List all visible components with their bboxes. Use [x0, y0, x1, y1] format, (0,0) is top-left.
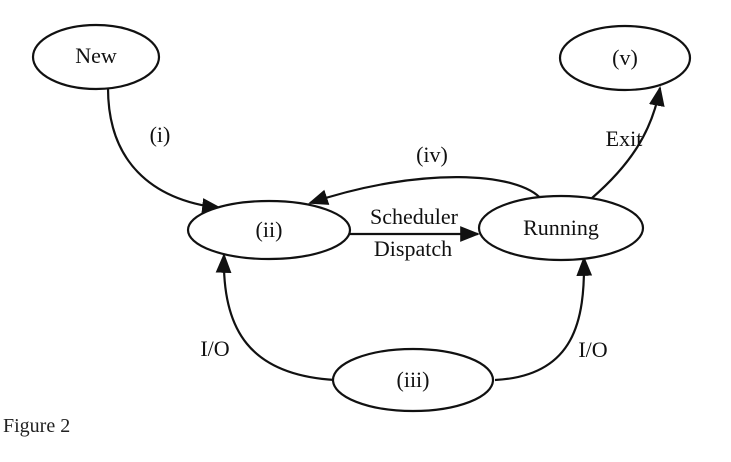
- edge-label-scheduler: Scheduler: [370, 204, 459, 229]
- node-running: Running: [477, 194, 645, 262]
- figure-caption: Figure 2: [3, 415, 71, 437]
- node-ready: (ii): [186, 199, 352, 261]
- node-exit: (v): [558, 24, 692, 92]
- node-ready-label: (ii): [256, 217, 283, 242]
- edge-blocked-to-ready: [215, 253, 336, 382]
- node-new: New: [31, 23, 161, 91]
- node-blocked: (iii): [331, 347, 495, 413]
- edge-blocked-to-running: [494, 256, 593, 382]
- edge-running-to-ready: [308, 176, 543, 205]
- edge-label-io-right: I/O: [578, 337, 607, 362]
- edge-label-i: (i): [150, 122, 171, 147]
- edge-label-dispatch: Dispatch: [374, 236, 452, 261]
- node-blocked-label: (iii): [397, 367, 430, 392]
- edge-running-to-exit: [591, 86, 665, 199]
- node-new-label: New: [75, 43, 117, 68]
- edge-label-iv: (iv): [416, 142, 448, 167]
- edge-new-to-ready: [106, 87, 222, 214]
- node-running-label: Running: [523, 215, 599, 240]
- node-exit-label: (v): [612, 45, 638, 70]
- edge-label-io-left: I/O: [200, 336, 229, 361]
- edge-label-exit: Exit: [606, 126, 643, 151]
